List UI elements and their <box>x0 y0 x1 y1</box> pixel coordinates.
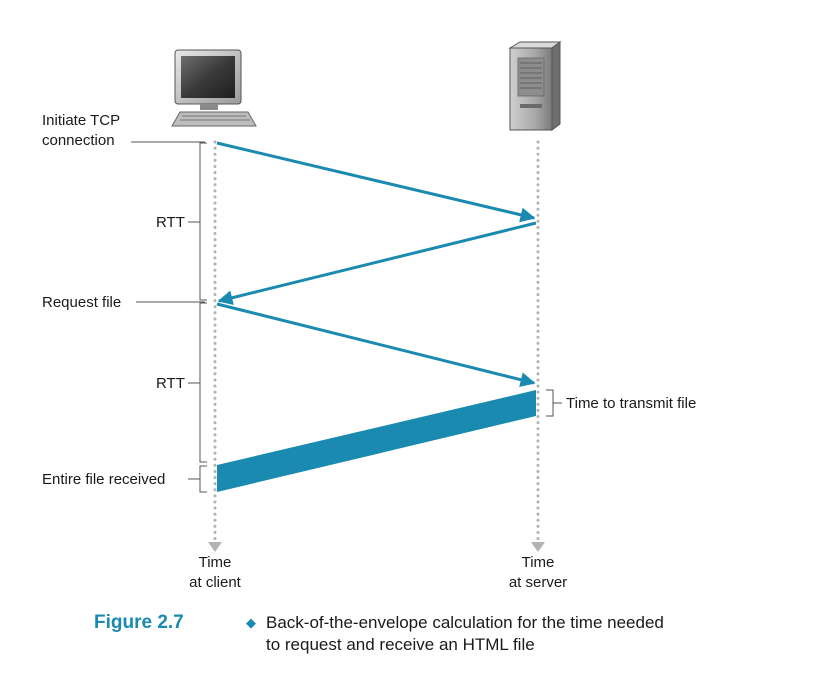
rtt-bracket-first <box>199 142 207 301</box>
client-time-label-line1: Time <box>199 554 232 571</box>
request-file-label: Request file <box>42 294 121 311</box>
rtt-bracket-second <box>199 302 207 463</box>
server-tower-icon <box>508 41 562 131</box>
diamond-bullet-icon: ◆ <box>246 615 256 630</box>
initiate-label-line1: Initiate TCP <box>42 112 120 129</box>
server-time-label-line2: at server <box>509 574 567 591</box>
synack-arrow <box>217 221 537 306</box>
syn-arrow <box>216 141 536 223</box>
file-transfer-band <box>217 390 536 492</box>
caption-text: Back-of-the-envelope calculation for the… <box>266 612 786 656</box>
receive-bracket <box>199 465 207 493</box>
server-time-label-line1: Time <box>522 554 555 571</box>
transmit-bracket <box>546 389 554 417</box>
server-timeline-arrowhead <box>531 542 545 552</box>
desktop-computer-icon <box>171 49 257 127</box>
figure-number: Figure 2.7 <box>94 612 184 633</box>
entire-file-label: Entire file received <box>42 471 165 488</box>
client-time-label-line2: at client <box>189 574 242 591</box>
request-arrow <box>216 302 536 388</box>
client-timeline-arrowhead <box>208 542 222 552</box>
caption-line-1: Back-of-the-envelope calculation for the… <box>266 613 664 632</box>
rtt-label-first: RTT <box>156 214 185 231</box>
rtt-label-second: RTT <box>156 375 185 392</box>
transmit-time-label: Time to transmit file <box>566 395 696 412</box>
initiate-label-line2: connection <box>42 132 115 149</box>
caption-line-2: to request and receive an HTML file <box>266 635 535 654</box>
